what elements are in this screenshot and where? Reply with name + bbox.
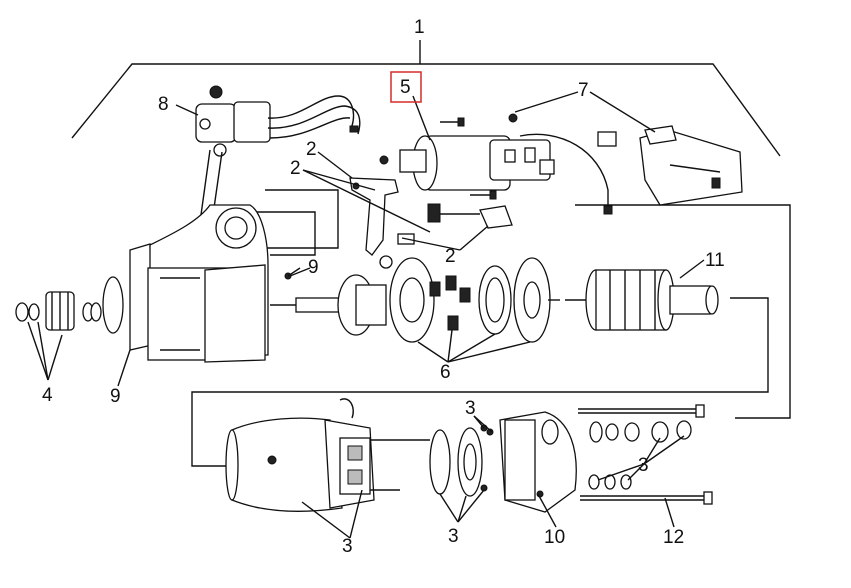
callout-9-a: 9 bbox=[308, 257, 319, 278]
callout-6: 6 bbox=[440, 362, 451, 383]
part-11-armature bbox=[565, 269, 719, 331]
part-12-through-bolts bbox=[578, 404, 713, 505]
callout-2-c: 2 bbox=[445, 246, 456, 267]
callout-3-d: 3 bbox=[342, 536, 353, 557]
callout-7: 7 bbox=[578, 80, 589, 101]
part-10-end-cover bbox=[499, 411, 577, 513]
callout-2-a: 2 bbox=[306, 139, 317, 160]
part-2-linkage bbox=[349, 177, 513, 269]
callout-3-c: 3 bbox=[448, 526, 459, 547]
assembly-bracket bbox=[71, 40, 781, 157]
callout-5: 5 bbox=[400, 77, 411, 98]
part-4-pinion bbox=[15, 291, 102, 381]
callout-9-b: 9 bbox=[110, 386, 121, 407]
callout-10: 10 bbox=[544, 527, 565, 548]
part-8-relay bbox=[195, 85, 361, 223]
callout-1: 1 bbox=[414, 17, 425, 38]
callout-4: 4 bbox=[42, 385, 53, 406]
leader-lines bbox=[117, 91, 705, 539]
callout-8: 8 bbox=[158, 94, 169, 115]
callout-12: 12 bbox=[663, 527, 684, 548]
part-9-drive-housing bbox=[102, 204, 345, 363]
routing-lines bbox=[191, 189, 791, 467]
callout-2-b: 2 bbox=[290, 158, 301, 179]
callout-3-a: 3 bbox=[465, 398, 476, 419]
callout-labels: 1 5 7 8 2 2 2 9 11 6 4 9 3 3 3 3 10 12 bbox=[42, 17, 725, 557]
part-3-commutator-end bbox=[225, 398, 494, 512]
callout-3-b: 3 bbox=[638, 455, 649, 476]
part-5-solenoid bbox=[379, 117, 617, 215]
label-5-highlight-box bbox=[390, 71, 422, 103]
callout-11: 11 bbox=[705, 250, 725, 271]
part-6-planetary-gears bbox=[337, 257, 560, 343]
